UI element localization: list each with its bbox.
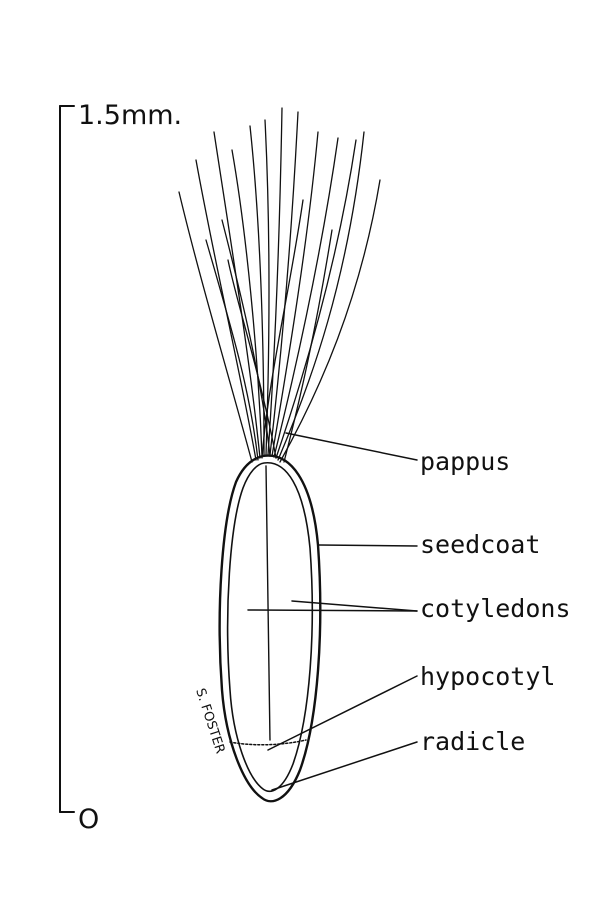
cotyledon-leader-1 — [247, 609, 418, 612]
label-hypocotyl: hypocotyl — [420, 662, 555, 691]
cotyledon-midline — [265, 465, 271, 741]
label-cotyledons: cotyledons — [420, 594, 571, 623]
seed-inner-outline — [226, 462, 314, 793]
seedcoat-leader — [318, 544, 418, 547]
radicle-leader — [271, 741, 418, 791]
hypocotyl-leader — [267, 675, 418, 751]
seedcoat-outline — [218, 454, 322, 803]
seed-body — [218, 454, 322, 803]
label-pappus: pappus — [420, 447, 510, 476]
cotyledon-leader-2 — [291, 600, 418, 612]
label-radicle: radicle — [420, 727, 525, 756]
scale-top-label: 1.5mm. — [78, 100, 182, 131]
pappus-leader — [285, 432, 418, 461]
radicle-boundary — [229, 739, 307, 746]
part-labels: pappus seedcoat cotyledons hypocotyl rad… — [420, 447, 571, 756]
scale-bottom-label: O — [78, 804, 99, 835]
leader-lines — [247, 432, 418, 791]
scale-bar: 1.5mm. O — [59, 100, 182, 835]
label-seedcoat: seedcoat — [420, 530, 540, 559]
pappus-bristles — [178, 107, 381, 463]
